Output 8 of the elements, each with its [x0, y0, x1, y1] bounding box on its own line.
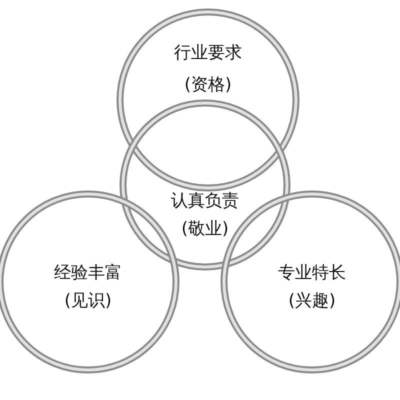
circle-subtitle: (资格): [184, 74, 232, 96]
circle-subtitle: (兴趣): [288, 290, 336, 312]
circle-subtitle: (敬业): [181, 218, 229, 240]
circle-subtitle: (见识): [64, 290, 112, 312]
circle-heading: 专业特长: [278, 262, 346, 284]
circle-heading: 经验丰富: [54, 262, 122, 284]
circle-heading: 认真负责: [171, 190, 239, 212]
circle-heading: 行业要求: [174, 42, 242, 64]
